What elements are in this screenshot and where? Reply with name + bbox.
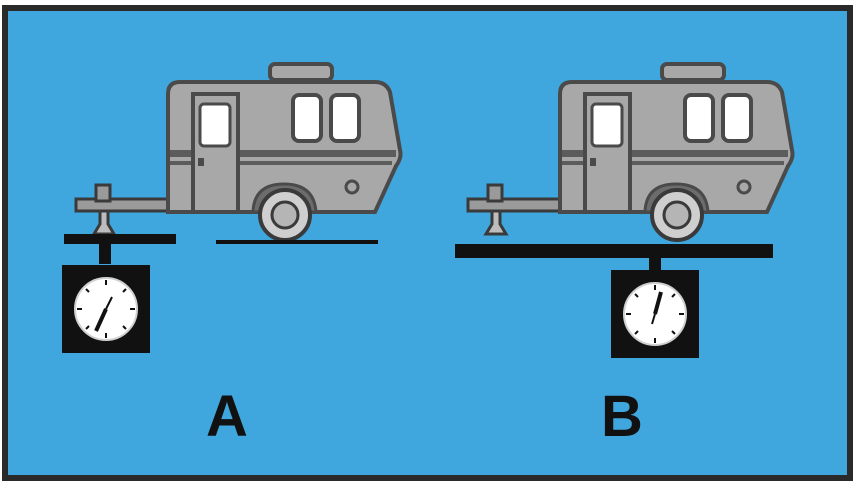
platform-b: [455, 244, 773, 258]
scale-b: [611, 270, 699, 358]
ground-line-a: [216, 240, 378, 244]
scale-a: [62, 265, 150, 353]
panel-label-b: B: [601, 388, 643, 446]
platform-a: [64, 234, 176, 244]
panel-label-a: A: [206, 388, 248, 446]
